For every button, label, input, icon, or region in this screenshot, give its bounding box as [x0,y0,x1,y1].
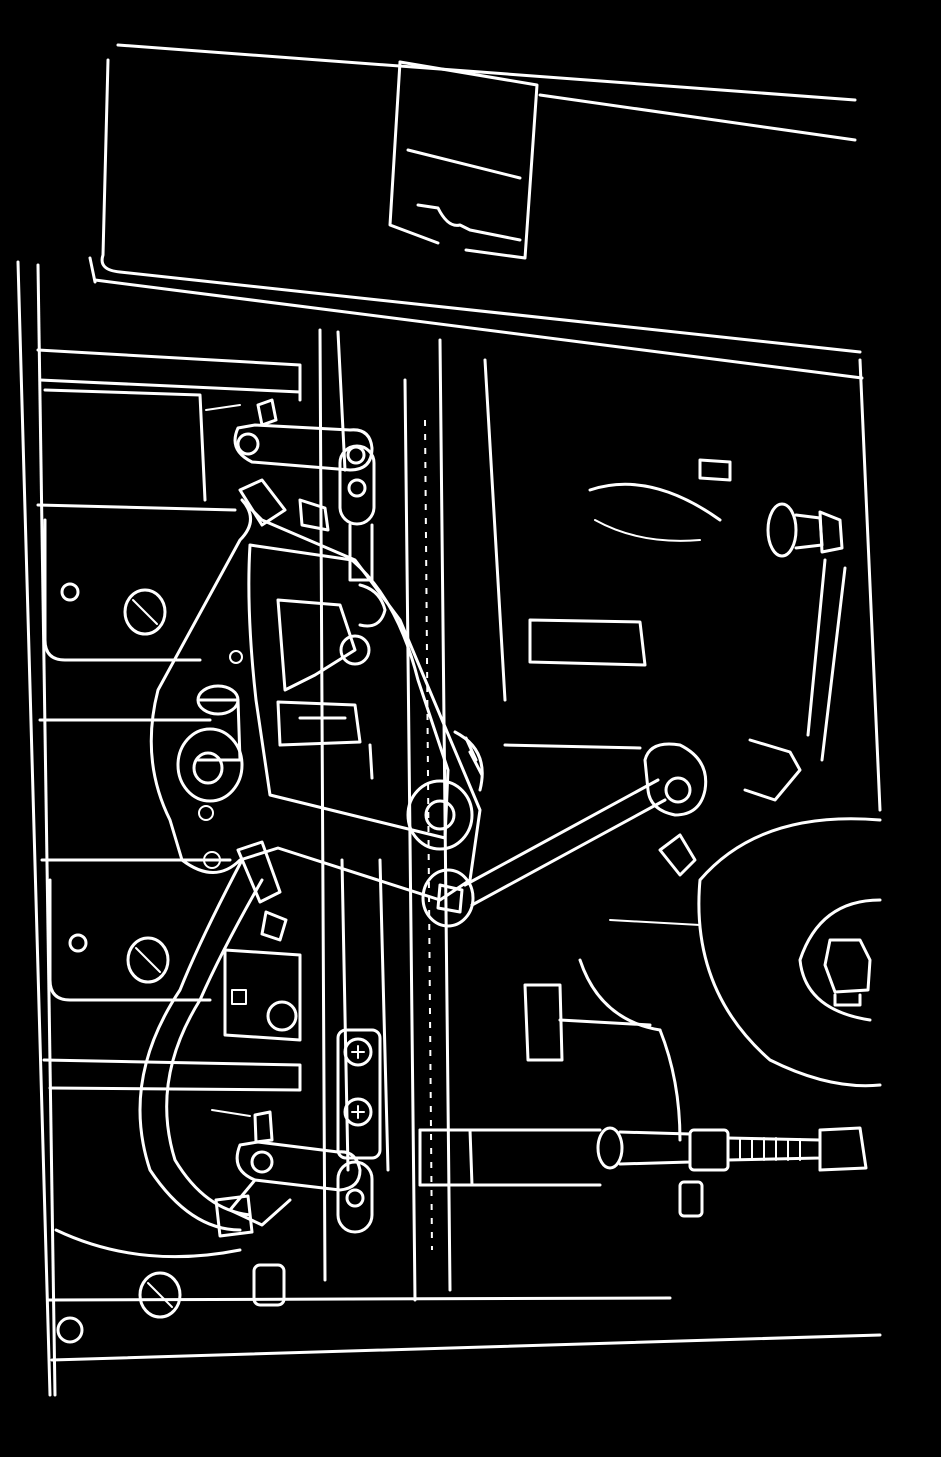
flywheel-pulley-icon [609,817,882,1088]
right-frame-lines [483,358,882,1032]
curved-fuel-line-icon [138,840,302,1238]
upper-housing-cover [88,43,864,380]
adjust-bolt-icon [698,458,847,762]
throttle-link-rod-icon [421,738,802,928]
main-pivot-bolt-icon [176,684,244,803]
engine-block-frame [16,260,882,1397]
bellcrank-bracket-icon [149,498,482,902]
lower-link-arm-icon [211,1109,362,1227]
pivot-bolt-icon [339,634,484,851]
horizontal-tube-icon [418,1128,602,1187]
upper-fasteners [238,478,387,628]
lower-carburetor-icon [48,878,286,1344]
upper-carburetor-icon [43,388,207,662]
idle-adjust-screw-icon [596,1126,868,1218]
vertical-sync-rod-icon [336,444,382,1234]
